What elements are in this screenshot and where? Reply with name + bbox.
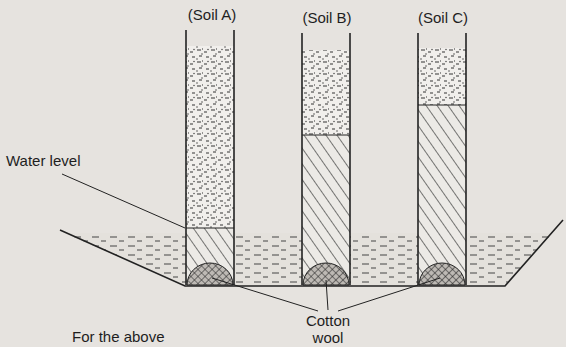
tube-a xyxy=(186,30,234,285)
soil-label: (Soil A) xyxy=(176,6,248,23)
soil-label: (Soil B) xyxy=(291,9,363,26)
leader-lines xyxy=(62,174,440,311)
part-label: Water level xyxy=(6,152,96,169)
caption-fragment: For the above xyxy=(72,328,212,345)
soil-label: (Soil C) xyxy=(407,9,479,26)
tube-c xyxy=(418,33,466,285)
tube-b xyxy=(302,33,350,285)
part-label: Cotton wool xyxy=(296,312,360,347)
